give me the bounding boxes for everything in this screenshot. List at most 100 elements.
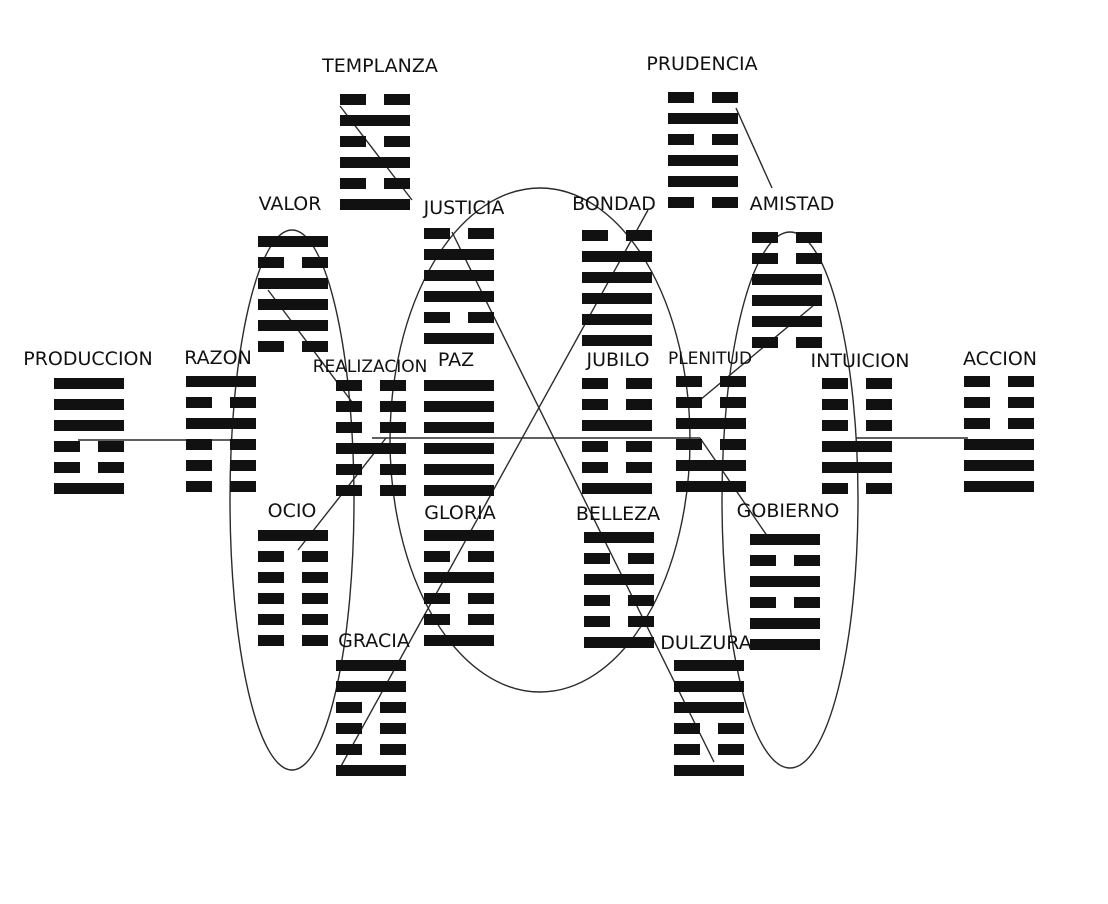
- hexagram-gracia: GRACIA: [336, 630, 410, 776]
- broken-line-left: [676, 376, 702, 387]
- broken-line-right: [380, 702, 406, 713]
- solid-line: [54, 399, 124, 410]
- broken-line-right: [302, 572, 328, 583]
- broken-line-right: [380, 723, 406, 734]
- hexagram-lines: [582, 230, 652, 346]
- broken-line-left: [676, 439, 702, 450]
- hexagram-paz: PAZ: [424, 349, 494, 496]
- broken-line-right: [720, 439, 746, 450]
- broken-line-right: [98, 462, 124, 473]
- broken-line-right: [626, 378, 652, 389]
- hexagram-lines: [582, 378, 652, 494]
- solid-line: [752, 295, 822, 306]
- broken-line-right: [866, 483, 892, 494]
- broken-line-right: [720, 397, 746, 408]
- hexagram-dulzura: DULZURA: [660, 632, 752, 776]
- diagonal-prudencia-amistad: [735, 107, 773, 189]
- broken-line-left: [582, 441, 608, 452]
- solid-line: [582, 483, 652, 494]
- hexagram-lines: [258, 530, 328, 646]
- broken-line-right: [628, 616, 654, 627]
- hexagram-lines: [186, 376, 256, 492]
- broken-line-right: [468, 614, 494, 625]
- broken-line-right: [380, 422, 406, 433]
- broken-line-left: [964, 397, 990, 408]
- hexagram-label: PRUDENCIA: [646, 53, 757, 75]
- solid-line: [340, 115, 410, 126]
- broken-line-left: [258, 341, 284, 352]
- solid-line: [582, 293, 652, 304]
- broken-line-left: [964, 418, 990, 429]
- broken-line-right: [302, 257, 328, 268]
- hexagram-valor: VALOR: [258, 193, 328, 352]
- hexagram-templanza: TEMPLANZA: [321, 55, 438, 210]
- broken-line-left: [336, 401, 362, 412]
- left-large-ellipse: [229, 229, 355, 771]
- broken-line-left: [582, 399, 608, 410]
- solid-line: [54, 420, 124, 431]
- broken-line-right: [380, 401, 406, 412]
- hexagram-justicia: JUSTICIA: [423, 197, 505, 344]
- broken-line-left: [186, 397, 212, 408]
- broken-line-left: [668, 92, 694, 103]
- solid-line: [582, 314, 652, 325]
- hexagram-label: AMISTAD: [750, 193, 835, 215]
- broken-line-left: [424, 228, 450, 239]
- hexagram-label: JUSTICIA: [423, 197, 505, 219]
- broken-line-left: [424, 593, 450, 604]
- hexagram-label: VALOR: [259, 193, 322, 215]
- solid-line: [582, 251, 652, 262]
- broken-line-left: [186, 481, 212, 492]
- hexagram-label: INTUICION: [811, 350, 910, 372]
- solid-line: [258, 320, 328, 331]
- solid-line: [582, 335, 652, 346]
- broken-line-left: [752, 337, 778, 348]
- hexagram-label: GRACIA: [338, 630, 410, 652]
- broken-line-right: [302, 341, 328, 352]
- broken-line-left: [258, 572, 284, 583]
- broken-line-right: [866, 399, 892, 410]
- hexagram-lines: [424, 380, 494, 496]
- broken-line-right: [380, 744, 406, 755]
- broken-line-left: [336, 744, 362, 755]
- solid-line: [964, 460, 1034, 471]
- hexagram-realizacion: REALIZACION: [313, 357, 427, 496]
- broken-line-left: [668, 197, 694, 208]
- solid-line: [584, 532, 654, 543]
- solid-line: [258, 278, 328, 289]
- solid-line: [258, 299, 328, 310]
- broken-line-right: [98, 441, 124, 452]
- solid-line: [424, 635, 494, 646]
- broken-line-right: [380, 464, 406, 475]
- hexagram-label: PRODUCCION: [23, 348, 152, 370]
- broken-line-right: [230, 460, 256, 471]
- solid-line: [336, 443, 406, 454]
- solid-line: [752, 316, 822, 327]
- broken-line-left: [258, 593, 284, 604]
- hexagram-lines: [822, 378, 892, 494]
- broken-line-right: [1008, 418, 1034, 429]
- broken-line-left: [54, 462, 80, 473]
- broken-line-left: [340, 178, 366, 189]
- hexagram-ocio: OCIO: [258, 500, 328, 646]
- hexagram-bondad: BONDAD: [572, 193, 656, 346]
- solid-line: [668, 113, 738, 124]
- broken-line-right: [384, 136, 410, 147]
- hexagram-label: ACCION: [963, 348, 1037, 370]
- broken-line-left: [750, 555, 776, 566]
- broken-line-left: [752, 232, 778, 243]
- hexagram-plenitud: PLENITUD: [668, 349, 752, 492]
- broken-line-left: [752, 253, 778, 264]
- broken-line-right: [230, 481, 256, 492]
- solid-line: [674, 765, 744, 776]
- hexagram-label: JUBILO: [585, 349, 649, 371]
- solid-line: [584, 637, 654, 648]
- solid-line: [424, 464, 494, 475]
- broken-line-left: [584, 553, 610, 564]
- hexagram-label: PAZ: [438, 349, 474, 371]
- broken-line-left: [750, 597, 776, 608]
- broken-line-left: [584, 616, 610, 627]
- hexagram-label: DULZURA: [660, 632, 751, 654]
- solid-line: [424, 333, 494, 344]
